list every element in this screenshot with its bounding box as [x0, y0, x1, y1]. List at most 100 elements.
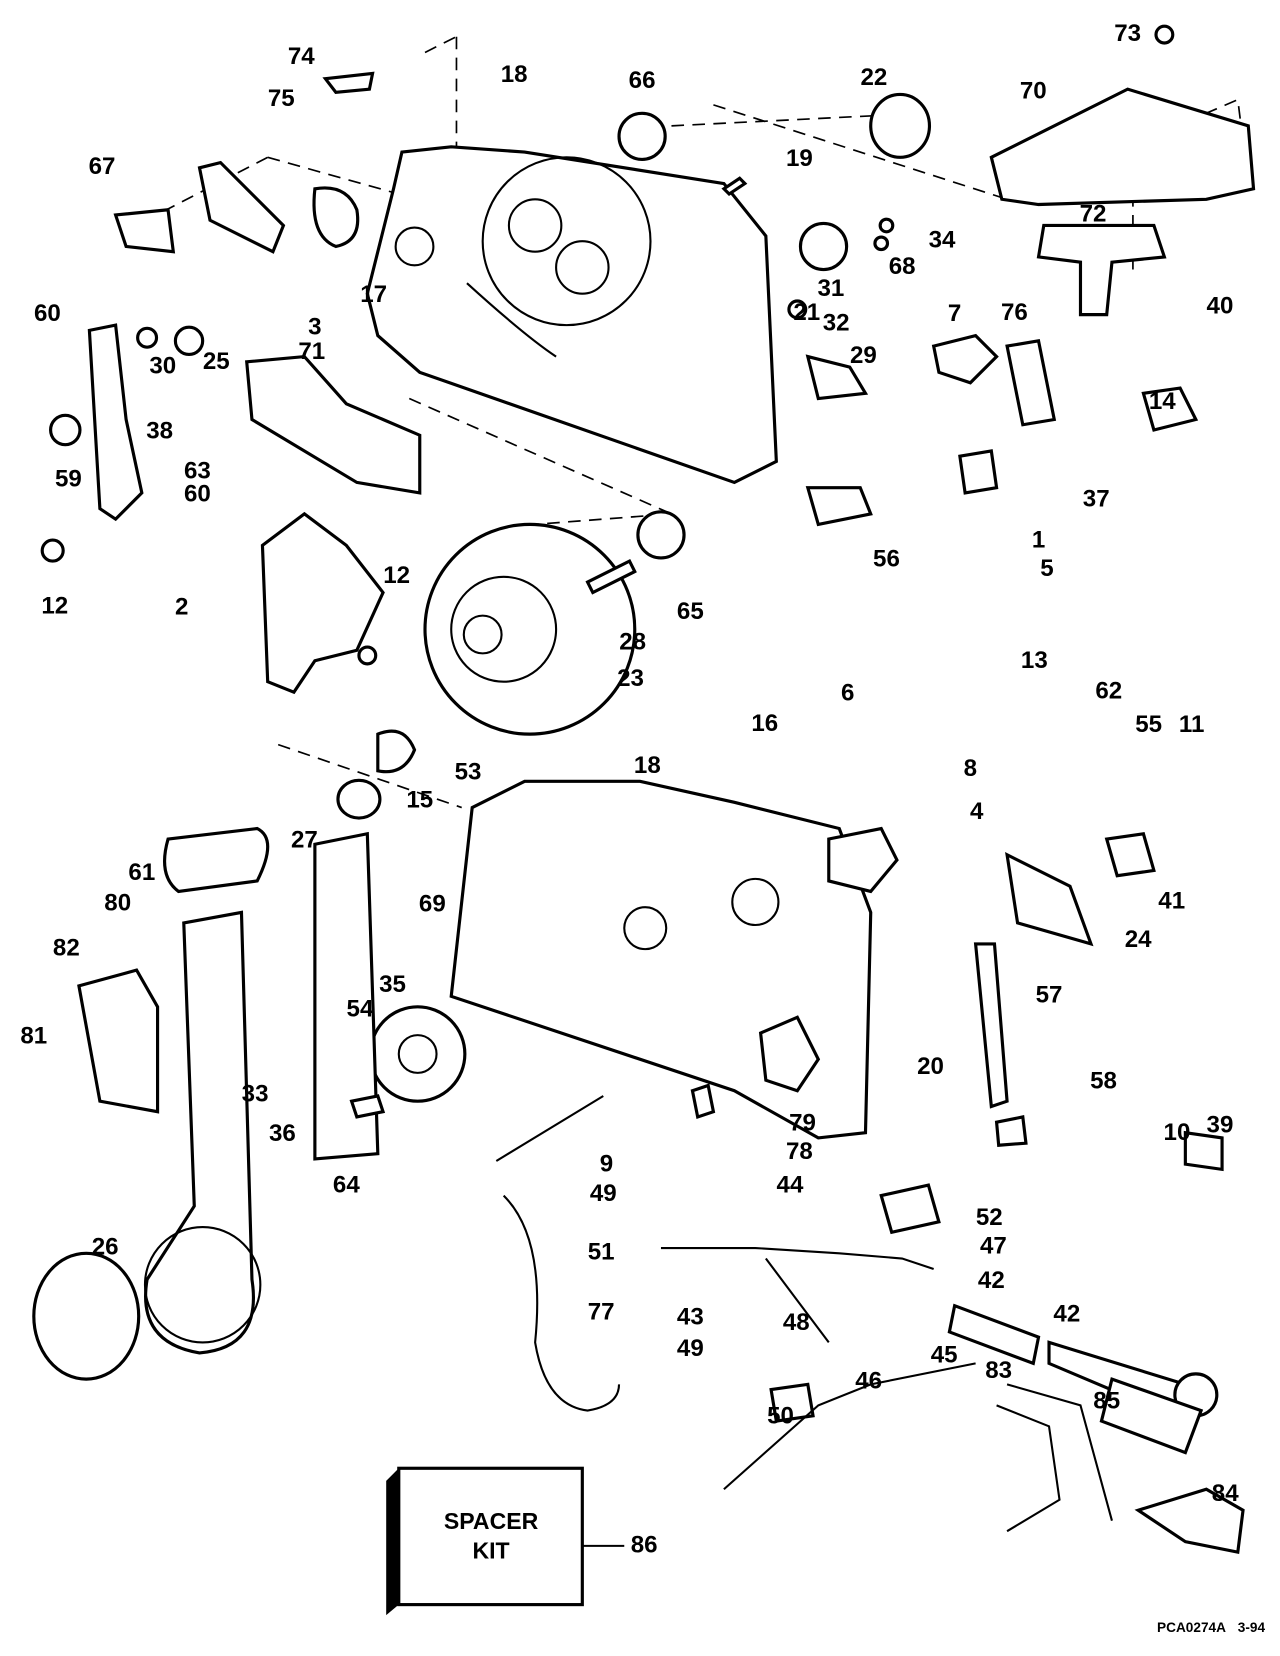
- callout: 35: [379, 971, 406, 998]
- callout: 29: [850, 342, 877, 369]
- callout: 24: [1125, 926, 1152, 953]
- callout: 63: [184, 457, 211, 484]
- callout: 84: [1212, 1480, 1239, 1507]
- callout: 66: [629, 67, 656, 94]
- callout: 49: [590, 1180, 617, 1207]
- callout: 6: [841, 680, 854, 707]
- callout: 57: [1036, 982, 1063, 1009]
- callout: 75: [268, 85, 295, 112]
- callout: 76: [1001, 299, 1028, 326]
- callout: 64: [333, 1172, 360, 1199]
- callout: 8: [964, 755, 977, 782]
- spacer-kit-line-2: KIT: [472, 1537, 509, 1563]
- callout: 77: [588, 1298, 615, 1325]
- callout: 14: [1149, 388, 1176, 415]
- callout: 74: [288, 43, 315, 70]
- callout: 30: [149, 352, 176, 379]
- callout: 12: [383, 562, 410, 589]
- callout: 34: [929, 227, 956, 254]
- callout: 52: [976, 1204, 1003, 1231]
- callout: 48: [783, 1309, 810, 1336]
- callout: 1: [1032, 527, 1045, 554]
- callout: 42: [1053, 1301, 1080, 1328]
- callout: 39: [1207, 1112, 1234, 1139]
- callout: 38: [146, 417, 173, 444]
- callout: 68: [889, 253, 916, 280]
- figure-code: PCA0274A: [1157, 1620, 1226, 1635]
- callout: 7: [948, 300, 961, 327]
- callout: 78: [786, 1138, 813, 1165]
- callout: 31: [817, 275, 844, 302]
- callout: 18: [634, 752, 661, 779]
- callout: 83: [985, 1357, 1012, 1384]
- callout: 16: [751, 710, 778, 737]
- callout: 50: [767, 1402, 794, 1429]
- callout: 44: [777, 1172, 804, 1199]
- callout: 59: [55, 466, 82, 493]
- callout: 42: [978, 1267, 1005, 1294]
- callout: 20: [917, 1053, 944, 1080]
- callout: 47: [980, 1232, 1007, 1259]
- control-housing-upper: [365, 145, 778, 485]
- callout: 62: [1095, 678, 1122, 705]
- callout: 56: [873, 545, 900, 572]
- callout: 21: [793, 299, 820, 326]
- callout: 58: [1090, 1068, 1117, 1095]
- callout: 25: [203, 348, 230, 375]
- callout: 80: [104, 889, 131, 916]
- callout: 72: [1080, 200, 1107, 227]
- callout: 23: [617, 665, 644, 692]
- callout: 73: [1114, 20, 1141, 47]
- callout: 53: [455, 758, 482, 785]
- callout: 86: [631, 1531, 658, 1558]
- callout: 82: [53, 935, 80, 962]
- callout: 67: [89, 153, 116, 180]
- callout: 13: [1021, 647, 1048, 674]
- callout: 60: [34, 300, 61, 327]
- callout: 65: [677, 598, 704, 625]
- callout: 40: [1207, 293, 1234, 320]
- part-shapes-lower: [32, 826, 1245, 1555]
- callout: 71: [298, 338, 325, 365]
- callout: 69: [419, 890, 446, 917]
- callout: 54: [347, 995, 374, 1022]
- callout: 22: [860, 64, 887, 91]
- callout: 60: [184, 480, 211, 507]
- callout: 51: [588, 1239, 615, 1266]
- callout: 41: [1158, 887, 1185, 914]
- callout: 49: [677, 1335, 704, 1362]
- callout: 85: [1093, 1388, 1120, 1415]
- callout: 4: [970, 798, 984, 825]
- callout: 26: [92, 1233, 119, 1260]
- spacer-kit-line-1: SPACER: [444, 1508, 539, 1534]
- callout: 37: [1083, 486, 1110, 513]
- callout: 33: [242, 1080, 269, 1107]
- callout: 19: [786, 145, 813, 172]
- callout-labels: 74 75 18 66 22 73 70 19 67 17 3 31 68 34…: [20, 20, 1239, 1558]
- callout: 27: [291, 826, 318, 853]
- callout: 10: [1164, 1119, 1191, 1146]
- callout: 81: [20, 1023, 47, 1050]
- callout: 2: [175, 594, 188, 621]
- callout: 70: [1020, 78, 1047, 105]
- callout: 46: [855, 1368, 882, 1395]
- callout: 61: [128, 859, 155, 886]
- callout: 43: [677, 1304, 704, 1331]
- callout: 11: [1179, 711, 1205, 738]
- callout: 32: [823, 309, 850, 336]
- part-shapes-top: [40, 24, 1256, 563]
- callout: 12: [41, 593, 68, 620]
- callout: 9: [600, 1151, 613, 1178]
- figure-date: 3-94: [1238, 1620, 1266, 1635]
- spacer-kit-box: SPACER KIT: [386, 1466, 625, 1616]
- callout: 45: [931, 1341, 958, 1368]
- callout: 28: [619, 628, 646, 655]
- callout: 36: [269, 1120, 296, 1147]
- callout: 79: [789, 1110, 816, 1137]
- callout: 15: [406, 787, 433, 814]
- callout: 55: [1135, 711, 1162, 738]
- callout: 3: [308, 314, 321, 341]
- callout: 5: [1040, 555, 1053, 582]
- callout: 17: [360, 281, 387, 308]
